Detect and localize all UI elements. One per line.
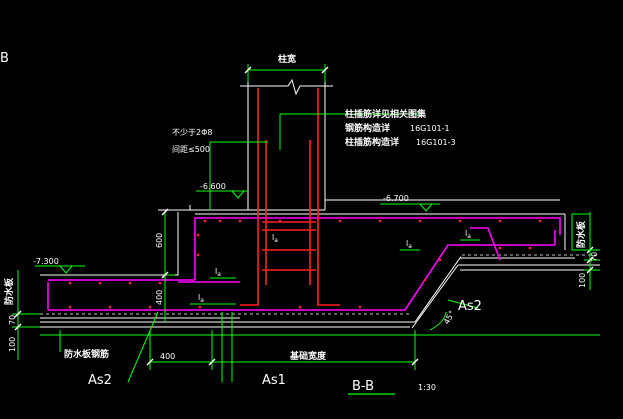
svg-text:la: la [406,239,412,250]
rebar-dots [68,219,542,309]
note-line2a: 钢筋构造详 [345,122,390,134]
lo-label-3: l [406,239,408,248]
dim-70-left: 70 [8,315,17,325]
section-title: B-B [352,379,374,394]
lo-sub-1: a [217,271,221,278]
waterproof-rebar-label: 防水板钢筋 [64,348,109,360]
rebar-red [240,88,340,306]
dim-400-horizontal: 400 [160,352,175,361]
lo-sub-3: a [408,243,412,250]
dim-600: 600 [155,233,164,248]
dim-400-vertical: 400 [155,290,164,305]
elevation-7300: -7.300 [33,257,59,266]
waterproof-box-right [571,213,591,251]
dim-100-left: 100 [8,337,17,352]
dimension-lines [12,64,600,383]
elevation-6600: -6.600 [200,182,226,191]
svg-text:la: la [215,267,221,278]
lo-sub-5: a [274,237,278,244]
dim-100-right: 100 [578,273,587,288]
svg-text:la: la [198,293,204,304]
rebar-note1: 不少于2Φ8 [172,128,212,137]
rebar-magenta [47,217,561,311]
note-line2b: 16G101-1 [410,124,450,133]
dashed-layers [40,254,600,319]
lo-label-2: l [198,293,200,302]
lo-label-5: l [272,233,274,242]
lo-sub-2: a [200,297,204,304]
elevation-6700: -6.700 [383,194,409,203]
dim-70-right: 70 [590,252,599,262]
column-width-label: 柱宽 [278,53,296,65]
as1-label: As1 [262,373,286,388]
rebar-note2: 间距≤500 [172,145,210,154]
concrete-outline [40,78,600,329]
scale-label: 1:30 [418,383,436,392]
waterproof-label-right: 防水板 [575,220,587,248]
as2-right-label: As2 [458,299,482,314]
foundation-width-label: 基础宽度 [289,350,327,362]
lo-label-1: l [215,267,217,276]
lo-label-4: l [465,229,467,238]
svg-text:la: la [272,233,278,244]
angle-label: 45° [442,309,457,326]
note-line1: 柱插筋详见相关图集 [345,108,427,120]
as2-left-label: As2 [88,373,112,388]
anchorage-labels: la la la la la [198,229,471,304]
lo-sub-4: a [467,233,471,240]
svg-text:la: la [465,229,471,240]
elevation-marks [59,190,433,274]
tick-marks [14,66,594,366]
note-line3a: 柱插筋构造详 [345,136,399,148]
corner-letter: B [0,51,9,66]
note-line3b: 16G101-3 [416,138,456,147]
waterproof-label-left: 防水板 [3,277,15,305]
